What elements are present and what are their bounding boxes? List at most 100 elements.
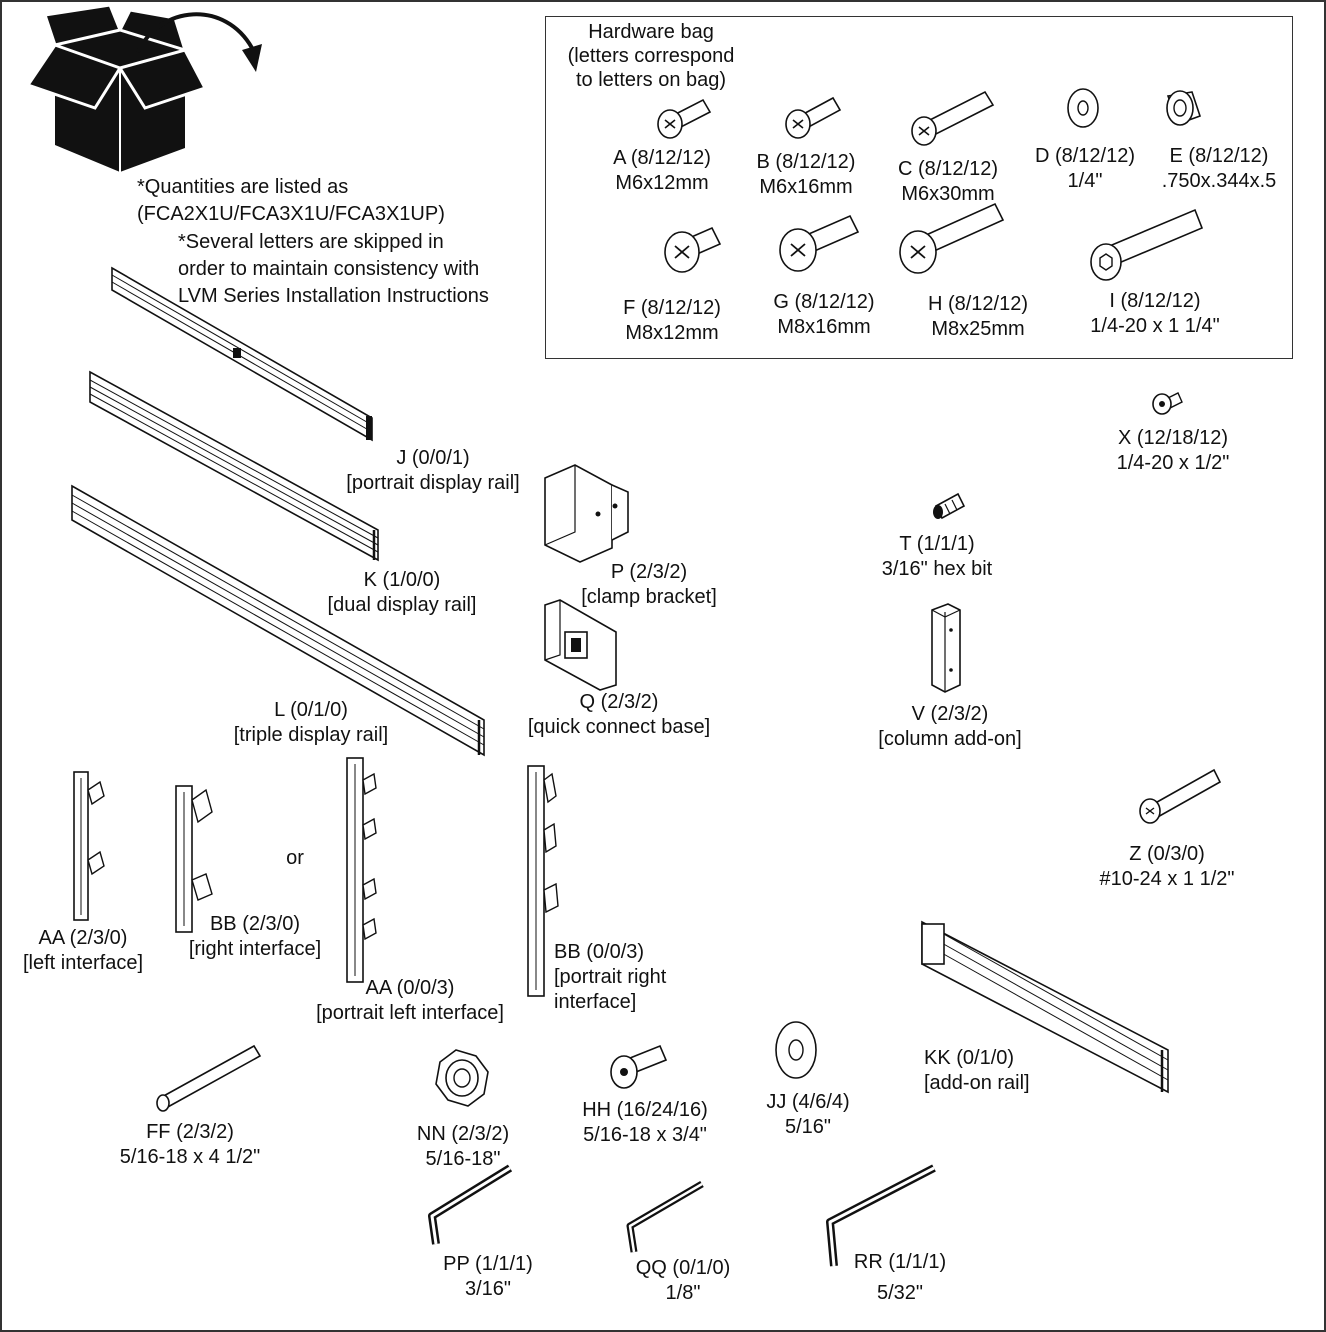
hardware-label-d: D (8/12/12) 1/4" <box>1018 144 1152 194</box>
screw-hh-icon <box>610 1044 668 1089</box>
part-label-bb-portrait: BB (0/0/3) [portrait right interface] <box>554 940 704 1015</box>
hardware-f-name: F (8/12/12) <box>623 297 721 319</box>
screw-a-icon <box>657 98 712 139</box>
part-label-p: P (2/3/2) [clamp bracket] <box>564 560 734 610</box>
part-label-bb-right: BB (2/3/0) [right interface] <box>175 912 335 962</box>
part-v-name: V (2/3/2) <box>911 703 989 725</box>
part-k-name: K (1/0/0) <box>363 569 441 591</box>
hardware-c-spec: M6x30mm <box>901 183 995 205</box>
part-label-j: J (0/0/1) [portrait display rail] <box>328 446 538 496</box>
hardware-g-spec: M8x16mm <box>777 316 871 338</box>
hardware-c-name: C (8/12/12) <box>897 158 999 180</box>
part-t-name: T (1/1/1) <box>899 533 975 555</box>
part-hh-desc: 5/16-18 x 3/4" <box>583 1124 707 1146</box>
hardware-label-e: E (8/12/12) .750x.344x.5 <box>1150 144 1288 194</box>
part-nn-desc: 5/16-18" <box>425 1148 501 1170</box>
skipped-note-line1: *Several letters are skipped in <box>178 231 444 253</box>
part-aa-portrait-desc: [portrait left interface] <box>316 1002 504 1024</box>
socket-screw-i-icon <box>1090 208 1204 281</box>
part-jj-desc: 5/16" <box>784 1116 832 1138</box>
part-pp-desc: 3/16" <box>464 1278 512 1300</box>
part-label-aa-portrait: AA (0/0/3) [portrait left interface] <box>298 976 522 1026</box>
part-rr-desc: 5/32" <box>876 1282 924 1304</box>
hardware-label-i: I (8/12/12) 1/4-20 x 1 1/4" <box>1070 289 1240 339</box>
part-l-desc: [triple display rail] <box>233 724 389 746</box>
part-label-t: T (1/1/1) 3/16" hex bit <box>862 532 1012 582</box>
part-hh-name: HH (16/24/16) <box>582 1099 708 1121</box>
part-bb-right-name: BB (2/3/0) <box>209 913 301 935</box>
screw-b-icon <box>785 96 842 139</box>
hardware-h-spec: M8x25mm <box>931 318 1025 340</box>
part-label-hh: HH (16/24/16) 5/16-18 x 3/4" <box>560 1098 730 1148</box>
hardware-i-name: I (8/12/12) <box>1109 290 1201 312</box>
rotate-arrow-icon <box>136 12 262 72</box>
part-t-desc: 3/16" hex bit <box>881 558 993 580</box>
part-l-name: L (0/1/0) <box>274 699 348 721</box>
part-label-pp: PP (1/1/1) 3/16" <box>428 1252 548 1302</box>
portrait-right-interface-bb-drawing <box>527 765 559 997</box>
rail-j-drawing <box>111 266 373 442</box>
part-q-desc: [quick connect base] <box>527 716 711 738</box>
skipped-letters-note: *Several letters are skipped in order to… <box>178 229 489 310</box>
part-label-qq: QQ (0/1/0) 1/8" <box>618 1256 748 1306</box>
hardware-bag-title-line1: Hardware bag <box>588 21 714 43</box>
screw-f-icon <box>664 226 722 273</box>
part-nn-name: NN (2/3/2) <box>416 1123 510 1145</box>
hardware-b-name: B (8/12/12) <box>756 151 856 173</box>
part-aa-left-name: AA (2/3/0) <box>38 927 128 949</box>
column-addon-v-drawing <box>931 603 961 693</box>
washer-d-icon <box>1067 88 1099 128</box>
part-p-desc: [clamp bracket] <box>581 586 717 608</box>
quick-connect-base-q-drawing <box>544 599 617 691</box>
hardware-label-a: A (8/12/12) M6x12mm <box>592 146 732 196</box>
hardware-e-name: E (8/12/12) <box>1169 145 1269 167</box>
part-v-desc: [column add-on] <box>878 728 1022 750</box>
hardware-d-spec: 1/4" <box>1067 170 1103 192</box>
part-z-name: Z (0/3/0) <box>1129 843 1205 865</box>
part-label-rr: RR (1/1/1) 5/32" <box>838 1250 962 1306</box>
part-bb-portrait-name: BB (0/0/3) <box>554 941 645 963</box>
part-label-q: Q (2/3/2) [quick connect base] <box>508 690 730 740</box>
part-bb-portrait-desc: [portrait right <box>554 966 667 988</box>
part-label-z: Z (0/3/0) #10-24 x 1 1/2" <box>1082 842 1252 892</box>
hex-key-qq-icon <box>626 1180 704 1253</box>
part-label-jj: JJ (4/6/4) 5/16" <box>748 1090 868 1140</box>
rail-l-drawing <box>71 484 485 757</box>
hardware-i-spec: 1/4-20 x 1 1/4" <box>1090 315 1220 337</box>
part-k-desc: [dual display rail] <box>327 594 477 616</box>
hardware-label-f: F (8/12/12) M8x12mm <box>602 296 742 346</box>
hardware-bag-title-line2: (letters correspond <box>567 45 735 67</box>
part-rr-name: RR (1/1/1) <box>853 1251 947 1273</box>
hardware-h-name: H (8/12/12) <box>927 293 1029 315</box>
part-kk-desc: [add-on rail] <box>924 1072 1030 1094</box>
or-label: or <box>286 847 304 869</box>
hardware-a-name: A (8/12/12) <box>613 147 711 169</box>
hardware-bag-title: Hardware bag (letters correspond to lett… <box>556 20 746 92</box>
hardware-f-spec: M8x12mm <box>625 322 719 344</box>
clamp-bracket-p-drawing <box>544 464 629 563</box>
part-j-name: J (0/0/1) <box>396 447 470 469</box>
hardware-bag-title-line3: to letters on bag) <box>575 69 727 91</box>
quantities-note-line1: *Quantities are listed as <box>137 176 349 198</box>
bolt-ff-icon <box>156 1044 262 1112</box>
part-label-v: V (2/3/2) [column add-on] <box>860 702 1040 752</box>
part-jj-name: JJ (4/6/4) <box>766 1091 850 1113</box>
rail-k-drawing <box>89 370 379 562</box>
screw-x-icon <box>1152 392 1183 415</box>
washer-jj-icon <box>775 1021 817 1079</box>
part-bb-portrait-desc2: interface] <box>554 991 637 1013</box>
hex-key-pp-icon <box>428 1164 513 1245</box>
part-label-aa-left: AA (2/3/0) [left interface] <box>8 926 158 976</box>
part-aa-portrait-name: AA (0/0/3) <box>365 977 455 999</box>
part-x-name: X (12/18/12) <box>1117 427 1229 449</box>
part-ff-desc: 5/16-18 x 4 1/2" <box>119 1146 261 1168</box>
part-z-desc: #10-24 x 1 1/2" <box>1099 868 1235 890</box>
skipped-note-line2: order to maintain consistency with <box>178 258 480 280</box>
hardware-label-c: C (8/12/12) M6x30mm <box>878 157 1018 207</box>
addon-rail-kk-drawing <box>921 920 1169 1094</box>
hardware-e-spec: .750x.344x.5 <box>1161 170 1277 192</box>
part-label-ff: FF (2/3/2) 5/16-18 x 4 1/2" <box>102 1120 278 1170</box>
hex-bit-t-icon <box>933 492 966 520</box>
quantities-note-line2: (FCA2X1U/FCA3X1U/FCA3X1UP) <box>137 203 445 225</box>
part-qq-desc: 1/8" <box>665 1282 701 1304</box>
